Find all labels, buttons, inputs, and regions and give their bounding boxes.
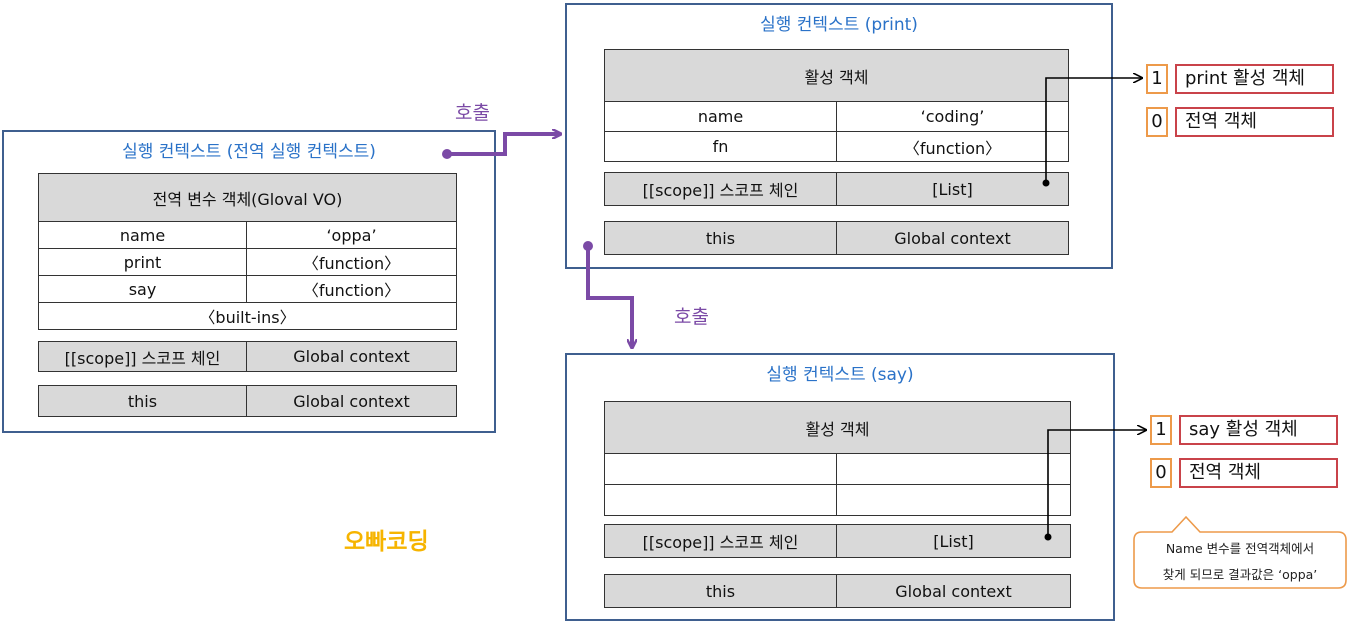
print-scope-item-activation-object: print 활성 객체 [1175,64,1334,94]
global-vo-key-say: say [38,275,247,303]
global-vo-key-name: name [38,221,247,249]
say-scope-label: [[scope]] 스코프 체인 [604,524,837,558]
note-speech-bubble [1133,515,1347,589]
global-vo-value-print: 〈function〉 [245,248,458,276]
call-arrow-global-to-print [442,134,560,159]
say-scope-chain-row: [[scope]] 스코프 체인[List] [604,524,1071,558]
print-ao-value-fn: 〈function〉 [836,131,1069,162]
say-scope-index-0: 0 [1150,458,1172,488]
say-ao-header: 활성 객체 [604,401,1071,454]
print-ao-header: 활성 객체 [604,49,1069,102]
say-this-label: this [604,574,837,608]
print-scope-value: [List] [836,172,1069,206]
global-vo-builtins: 〈built-ins〉 [37,302,458,330]
say-ao-empty-key-2 [604,484,837,516]
scope-pointer-say [1044,430,1147,541]
global-context-title: 실행 컨텍스트 (전역 실행 컨텍스트) [122,142,376,162]
print-scope-index-1: 1 [1146,64,1168,94]
say-ao-empty-value-2 [836,484,1071,516]
print-activation-object-table: 활성 객체 name‘coding’ fn〈function〉 [604,49,1069,162]
say-context-title: 실행 컨텍스트 (say) [766,365,914,385]
print-context-title: 실행 컨텍스트 (print) [760,15,918,35]
brand-logo-text: 오빠코딩 [344,529,429,555]
say-execution-context: 실행 컨텍스트 (say) 활성 객체 [[scope]] 스코프 체인[Lis… [565,353,1115,621]
call-label-say: 호출 [674,306,709,328]
global-this-label: this [38,385,247,417]
global-execution-context: 실행 컨텍스트 (전역 실행 컨텍스트) 전역 변수 객체(Gloval VO)… [2,130,496,433]
print-ao-key-fn: fn [604,131,837,162]
note-line-1: Name 변수를 전역객체에서 [1165,541,1315,556]
say-ao-empty-key-1 [604,453,837,485]
call-arrow-print-to-say [583,241,632,347]
print-this-label: this [604,221,837,255]
global-this-value: Global context [246,385,457,417]
global-vo-key-print: print [38,248,247,276]
print-execution-context: 실행 컨텍스트 (print) 활성 객체 name‘coding’ fn〈fu… [565,3,1113,269]
say-scope-item-global-object: 전역 객체 [1179,458,1338,488]
call-label-print: 호출 [455,102,490,124]
print-scope-index-0: 0 [1146,107,1168,137]
print-scope-label: [[scope]] 스코프 체인 [604,172,837,206]
global-scope-label: [[scope]] 스코프 체인 [38,341,247,372]
scope-pointer-print [1042,78,1143,187]
say-scope-item-activation-object: say 활성 객체 [1179,415,1338,445]
print-scope-chain-row: [[scope]] 스코프 체인[List] [604,172,1069,206]
note-line-2: 찾게 되므로 결과값은 ‘oppa’ [1162,567,1318,582]
print-scope-item-global-object: 전역 객체 [1175,107,1334,137]
say-scope-value: [List] [836,524,1071,558]
print-this-value: Global context [836,221,1069,255]
say-scope-index-1: 1 [1150,415,1172,445]
say-activation-object-table: 활성 객체 [604,401,1071,516]
global-vo-header: 전역 변수 객체(Gloval VO) [37,173,458,222]
global-scope-value: Global context [246,341,457,372]
say-this-value: Global context [836,574,1071,608]
global-variable-object-table: 전역 변수 객체(Gloval VO) name‘oppa’ print〈fun… [37,173,458,330]
